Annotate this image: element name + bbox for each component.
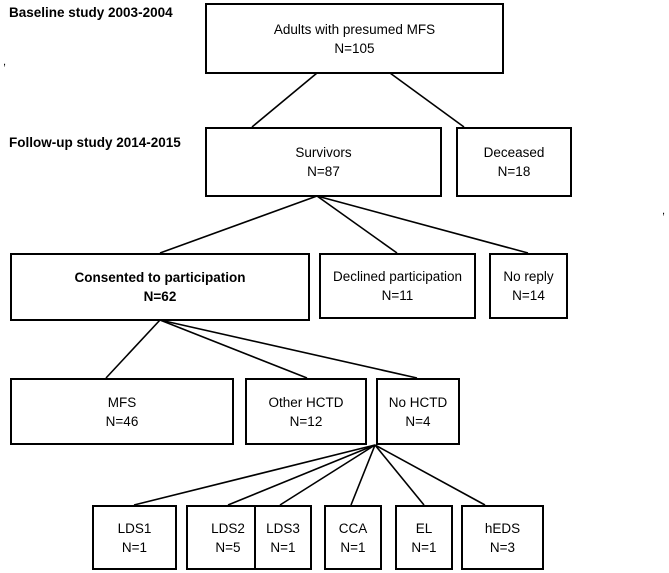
node-count: N=46 [105,413,139,429]
stage-label-baseline: Baseline study 2003-2004 [9,5,173,20]
connector-otherhctd-cca [350,444,376,506]
node-label: No HCTD [388,394,448,410]
node-count: N=62 [143,289,177,304]
connector-otherhctd-lds3 [279,444,376,506]
node-label: LDS3 [266,520,300,536]
node-label: CCA [338,520,368,536]
node-label: Declined participation [332,269,463,284]
connector-consented-otherhctd [159,319,308,379]
node-count: N=1 [270,539,296,555]
node-count: N=11 [381,288,414,303]
node-lds3: LDS3 N=1 [254,505,312,570]
node-deceased: Deceased N=18 [456,127,572,197]
node-count: N=12 [289,413,323,429]
node-count: N=4 [405,413,431,429]
connector-adults-deceased [389,72,465,128]
node-lds1: LDS1 N=1 [92,505,177,570]
node-count: N=1 [121,539,148,555]
connector-survivors-noreply [316,195,529,254]
node-label: Adults with presumed MFS [273,21,436,37]
node-label: Survivors [295,145,352,160]
connector-adults-survivors [251,72,318,128]
connector-consented-mfs [105,319,161,379]
node-label: Consented to participation [74,270,246,285]
node-label: EL [415,520,433,536]
connector-otherhctd-lds1 [133,444,376,506]
node-label: LDS1 [117,520,152,536]
node-label: Deceased [483,145,545,160]
node-no-reply: No reply N=14 [489,253,568,319]
node-label: hEDS [484,520,521,536]
connector-otherhctd-lds2 [227,444,376,506]
node-count: N=3 [489,539,516,555]
node-mfs: MFS N=46 [10,378,234,445]
stray-mark-left: , [3,56,7,68]
connector-otherhctd-el [374,444,425,506]
node-no-hctd: No HCTD N=4 [376,378,460,445]
node-label: Other HCTD [268,394,344,410]
node-survivors: Survivors N=87 [205,127,442,197]
node-label: No reply [503,269,554,284]
connector-survivors-declined [316,195,398,254]
node-count: N=14 [512,288,545,303]
connector-survivors-consented [159,195,318,254]
node-el: EL N=1 [395,505,453,570]
node-count: N=1 [340,539,366,555]
node-label: LDS2 [211,520,245,536]
connector-otherhctd-heds [374,444,486,506]
node-count: N=87 [307,164,340,179]
stage-label-followup: Follow-up study 2014-2015 [9,135,181,150]
node-count: N=1 [411,539,437,555]
node-consented: Consented to participation N=62 [10,253,310,321]
node-count: N=5 [215,539,241,555]
stray-mark-right: , [662,205,666,217]
node-label: MFS [107,394,137,410]
node-cca: CCA N=1 [324,505,382,570]
connector-consented-nohctd [159,319,418,379]
node-heds: hEDS N=3 [461,505,544,570]
node-declined: Declined participation N=11 [319,253,476,319]
node-count: N=18 [497,164,531,179]
node-other-hctd: Other HCTD N=12 [245,378,367,445]
node-count: N=105 [334,40,375,56]
node-adults-presumed-mfs: Adults with presumed MFS N=105 [205,3,504,74]
